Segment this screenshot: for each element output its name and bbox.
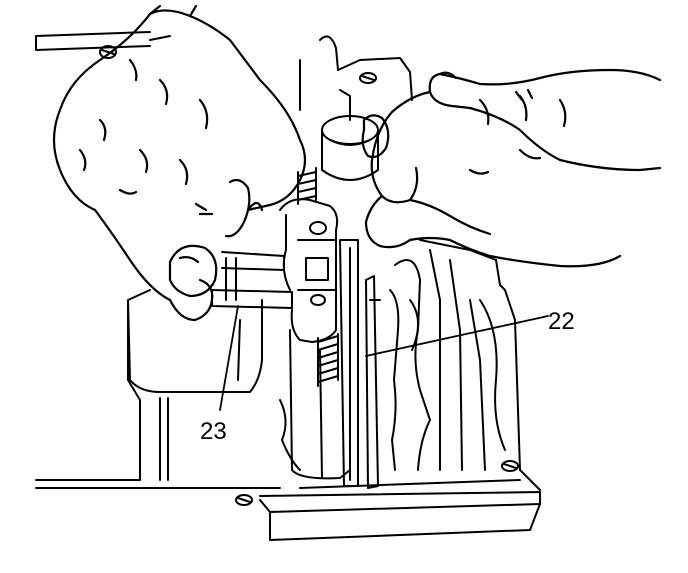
valve-bore [280,168,350,478]
bolt-hole-1 [100,46,116,58]
leader-line-23 [220,306,238,410]
valve-retainer-plate [340,240,380,488]
spool-window [306,258,328,280]
bolt-hole-3 [236,495,252,505]
bolt-hole-4 [502,461,518,471]
valve-spool [280,199,337,342]
tool-rod [212,252,292,308]
lower-spring [318,334,338,386]
leader-line-22 [366,316,548,356]
left-hand [54,6,305,320]
valve-body-housing [36,32,540,540]
callout-label-22: 22 [548,308,575,335]
right-hand [363,70,660,266]
callout-label-23: 23 [200,418,227,445]
bolt-hole-2 [360,73,376,83]
